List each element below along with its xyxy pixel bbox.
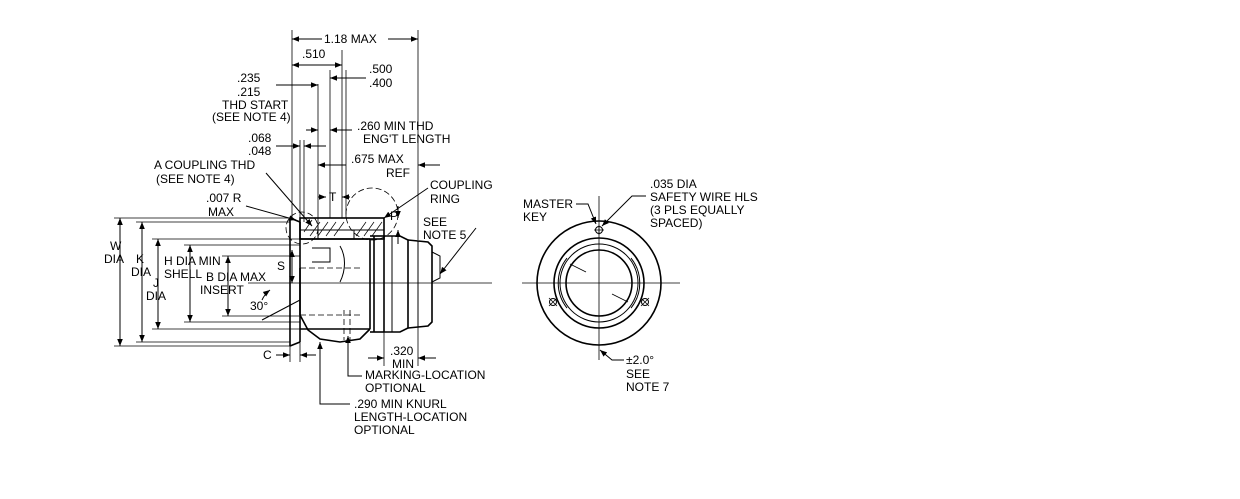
insert-label: INSERT — [200, 283, 244, 297]
dim-675-label: .675 MAX — [351, 152, 404, 166]
dia035-label: .035 DIA — [650, 177, 697, 191]
note5-leader — [439, 227, 477, 275]
front-ring-outer — [553, 237, 645, 329]
front-flange — [536, 220, 662, 346]
safety-wire-leader — [601, 195, 646, 227]
safety-wire-label: SAFETY WIRE HLS — [650, 190, 758, 204]
ring-label: RING — [430, 192, 460, 206]
k-label: K — [136, 252, 144, 266]
dim-320-min-label: MIN — [392, 357, 414, 371]
note7-leader — [599, 349, 624, 361]
master-key-leader — [576, 203, 597, 225]
coupling-ring-leader — [383, 187, 429, 219]
angle-30-label: 30° — [250, 299, 268, 313]
thd-start-label: THD START — [222, 98, 289, 112]
h-dia-min-label: H DIA MIN — [164, 254, 221, 268]
w-dia-label: DIA — [104, 252, 124, 266]
marking-leader — [345, 336, 362, 377]
tolerance-label: ±2.0° — [626, 353, 654, 367]
see-b-label: SEE — [626, 367, 650, 381]
j-dia-label: DIA — [146, 289, 166, 303]
dim-068-label: .068 — [248, 131, 272, 145]
key-label: KEY — [523, 210, 547, 224]
optional-a-label: OPTIONAL — [365, 381, 426, 395]
safety-wire-hole-left — [548, 297, 558, 307]
r007-label: .007 R — [206, 191, 242, 205]
dim-510-label: .510 — [302, 47, 326, 61]
angle-30-line — [261, 299, 301, 321]
r007-max-label: MAX — [208, 205, 234, 219]
dim-215-label: .215 — [237, 85, 261, 99]
dim-048-label: .048 — [248, 144, 272, 158]
front-arc-right — [630, 257, 641, 309]
front-ring-inner — [565, 249, 633, 317]
top-extension-lines — [291, 30, 419, 240]
dim-260-label: .260 MIN THD — [357, 119, 434, 133]
pls-equally-label: (3 PLS EQUALLY — [650, 203, 745, 217]
see-note4-label-a: (SEE NOTE 4) — [212, 110, 291, 124]
t-label: T — [329, 190, 337, 204]
coupling-thd-leader — [265, 172, 313, 227]
see-note5-label: SEE — [423, 215, 447, 229]
dim-400-label: .400 — [369, 76, 393, 90]
j-label: J — [153, 276, 159, 290]
engt-length-label: ENG'T LENGTH — [363, 132, 450, 146]
optional-b-label: OPTIONAL — [354, 423, 415, 437]
knurl-leader — [317, 342, 350, 405]
length-location-label: LENGTH-LOCATION — [354, 410, 467, 424]
front-ring-mid — [559, 243, 639, 323]
c-label: C — [263, 348, 272, 362]
ref-label: REF — [386, 166, 410, 180]
side-view: 1.18 MAX .510 .500 .400 .235 .215 THD ST… — [104, 30, 493, 437]
shell-body — [299, 238, 371, 343]
shell-label: SHELL — [164, 267, 202, 281]
p-label: P — [390, 209, 398, 223]
spaced-label: SPACED) — [650, 216, 702, 230]
see-note4-label-b: (SEE NOTE 4) — [156, 172, 235, 186]
safety-wire-hole-right — [640, 297, 650, 307]
coupling-label: COUPLING — [430, 178, 493, 192]
angle-30-arc — [261, 289, 271, 301]
a-coupling-thd-label: A COUPLING THD — [154, 158, 255, 172]
k-dia-label: DIA — [131, 265, 151, 279]
w-label: W — [110, 239, 122, 253]
dim-500-label: .500 — [369, 62, 393, 76]
note7-label: NOTE 7 — [626, 380, 670, 394]
safety-wire-hole-top — [594, 225, 604, 235]
b-dia-max-label: B DIA MAX — [206, 270, 266, 284]
dim-118-label: 1.18 MAX — [324, 32, 377, 46]
dim-320-label: .320 — [390, 344, 414, 358]
knurl-label: .290 MIN KNURL — [354, 397, 447, 411]
rear-body — [369, 235, 441, 333]
note5-label: NOTE 5 — [423, 228, 467, 242]
s-label: S — [277, 259, 285, 273]
dim-235-label: .235 — [237, 71, 261, 85]
front-view: MASTER KEY .035 DIA SAFETY WIRE HLS (3 P… — [522, 177, 758, 394]
marking-location-label: MARKING-LOCATION — [365, 368, 485, 382]
front-arc-left — [557, 257, 568, 309]
master-label: MASTER — [523, 197, 573, 211]
